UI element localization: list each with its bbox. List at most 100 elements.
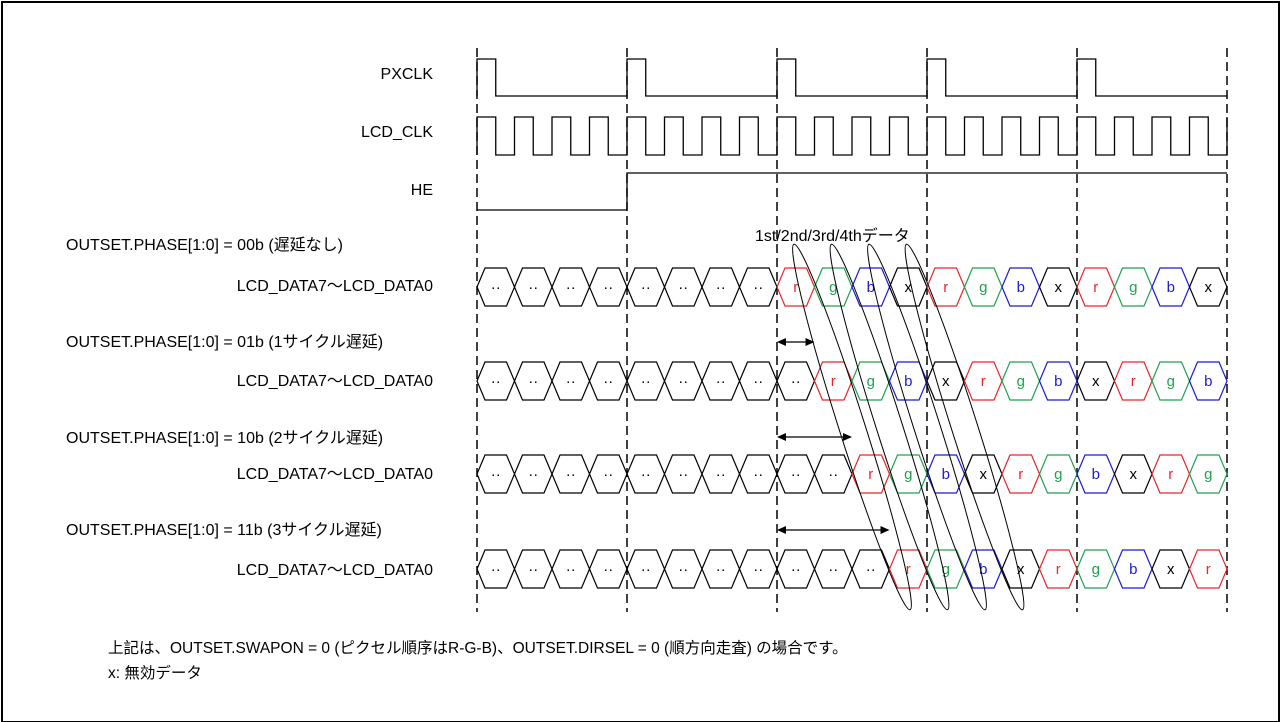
bus-cell-value: b [867, 279, 875, 296]
bus-cell-value: ·· [491, 279, 501, 296]
bus-cell-value: b [1017, 279, 1025, 296]
bus-cell-value: ·· [491, 373, 501, 390]
bus-cell-value: r [1131, 373, 1136, 390]
bus-cell-value: ·· [603, 466, 613, 483]
bus-cell-value: g [979, 279, 987, 296]
bus-cell-value: ·· [491, 466, 501, 483]
data-group-ellipse [792, 243, 912, 611]
bus-cell-value: g [1054, 466, 1062, 483]
bus-cell-value: ·· [641, 561, 651, 578]
bus-cell-value: x [1055, 279, 1063, 296]
bus-cell-value: ·· [566, 373, 576, 390]
bus-cell-value: r [831, 373, 836, 390]
bus-cell-value: b [1167, 279, 1175, 296]
bus-cell-value: ·· [603, 561, 613, 578]
he-trace [477, 172, 1227, 211]
delay-arrow-head-right [843, 433, 852, 441]
bus-cell-value: ·· [641, 279, 651, 296]
bus-cell-value: ·· [566, 466, 576, 483]
bus-cell-value: r [906, 561, 911, 578]
bus-cell-value: x [1017, 561, 1025, 578]
bus-cell-value: r [793, 279, 798, 296]
bus-cell [1188, 361, 1228, 401]
footnote-invalid-data: x: 無効データ [108, 665, 202, 682]
bus-cell-value: g [904, 466, 912, 483]
bus-cell-value: ·· [528, 373, 538, 390]
bus-cell-value: b [1204, 373, 1212, 390]
bus-cell-value: ·· [791, 373, 801, 390]
delay-arrow-head-left [777, 526, 786, 534]
bus-cell-value: x [942, 373, 950, 390]
bus-cell-value: b [904, 373, 912, 390]
row-title-phase-00: OUTSET.PHASE[1:0] = 00b (遅延なし) [66, 236, 343, 254]
bus-cell-value: ·· [753, 279, 763, 296]
pxclk-trace [476, 58, 1227, 97]
bus-cell-value: g [1167, 373, 1175, 390]
bus-cell-value: b [942, 466, 950, 483]
bus-cell-value: ·· [753, 373, 763, 390]
bus-cell-value: ·· [716, 466, 726, 483]
bus-cell-value: b [1092, 466, 1100, 483]
bus-cell-value: ·· [678, 373, 688, 390]
bus-cell-value: r [1018, 466, 1023, 483]
delay-arrow-head-left [777, 433, 786, 441]
cycle-boundaries [476, 48, 1228, 612]
bus-label-phase-00: LCD_DATA7～LCD_DATA0 [237, 278, 433, 295]
bus-cell-value: ·· [753, 561, 763, 578]
bus-cell-value: ·· [828, 561, 838, 578]
row-title-phase-01: OUTSET.PHASE[1:0] = 01b (1サイクル遅延) [66, 333, 383, 351]
bus-cell-value: g [1129, 279, 1137, 296]
data-group-ellipse [829, 243, 950, 611]
he-waveform [477, 172, 1227, 211]
bus-cell-value: g [829, 279, 837, 296]
bus-label-phase-11: LCD_DATA7～LCD_DATA0 [237, 562, 433, 579]
data-grouping-ellipses [792, 243, 1025, 611]
bus-cell-value: r [1168, 466, 1173, 483]
delay-arrow-head-left [777, 338, 786, 346]
data-bus-rows: ·· ·· ·· ·· ·· ·· ·· ·· r g b x r g b x r g b x ·· ·· ·· ·· ·· ··… [476, 267, 1228, 589]
bus-cell-value: ·· [603, 279, 613, 296]
delay-arrow-head-right [880, 526, 890, 534]
delay-arrow-head-right [805, 338, 815, 346]
bus-cell-value: ·· [678, 279, 688, 296]
bus-cell-value: r [1093, 279, 1098, 296]
bus-cell-value: b [1054, 373, 1062, 390]
row-title-phase-11: OUTSET.PHASE[1:0] = 11b (3サイクル遅延) [66, 521, 382, 539]
bus-cell-value: g [867, 373, 875, 390]
bus-cell-value: ·· [791, 561, 801, 578]
bus-cell-value: ·· [716, 561, 726, 578]
bus-cell-value: ·· [753, 466, 763, 483]
bus-cell-value: ·· [566, 279, 576, 296]
bus-cell-value: ·· [528, 279, 538, 296]
bus-cell-value: r [868, 466, 873, 483]
bus-cell-value: b [979, 561, 987, 578]
bus-cell-value: ·· [528, 561, 538, 578]
bus-cell-value: ·· [641, 373, 651, 390]
bus-cell-value: ·· [641, 466, 651, 483]
bus-cell [1188, 454, 1228, 494]
bus-cell-value: g [942, 561, 950, 578]
bus-cell-value: g [1204, 466, 1212, 483]
bus-cell-value: x [1092, 373, 1100, 390]
bus-cell-value: ·· [716, 373, 726, 390]
bus-cell-value: ·· [678, 466, 688, 483]
data-order-label: 1st/2nd/3rd/4thデータ [755, 226, 910, 245]
bus-cell-value: g [1092, 561, 1100, 578]
bus-cell-value: x [1205, 279, 1213, 296]
pxclk-waveform [476, 58, 1227, 97]
lcd-clk-waveform [476, 116, 1228, 156]
bus-cell-value: r [943, 279, 948, 296]
bus-label-phase-01: LCD_DATA7～LCD_DATA0 [237, 373, 433, 390]
bus-cell-value: x [905, 279, 913, 296]
bus-cell-value: x [980, 466, 988, 483]
data-group-ellipse [904, 243, 1025, 611]
bus-cell-value: ·· [791, 466, 801, 483]
footnote-conditions: 上記は、OUTSET.SWAPON = 0 (ピクセル順序はR-G-B)、OUT… [108, 640, 848, 657]
bus-cell-value: ·· [603, 373, 613, 390]
signal-label-pxclk: PXCLK [381, 66, 434, 83]
bus-cell-value: ·· [678, 561, 688, 578]
bus-cell-value: ·· [528, 466, 538, 483]
